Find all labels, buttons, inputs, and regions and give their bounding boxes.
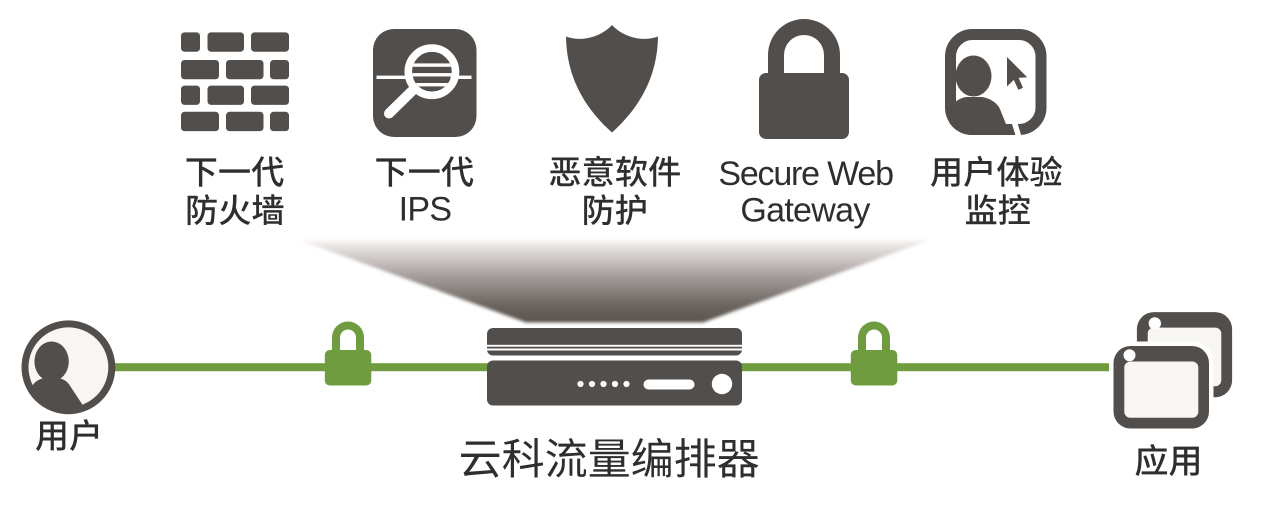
- svg-text:Secure Web: Secure Web: [718, 155, 893, 193]
- svg-text:IPS: IPS: [399, 191, 452, 229]
- svg-text:Gateway: Gateway: [740, 192, 870, 230]
